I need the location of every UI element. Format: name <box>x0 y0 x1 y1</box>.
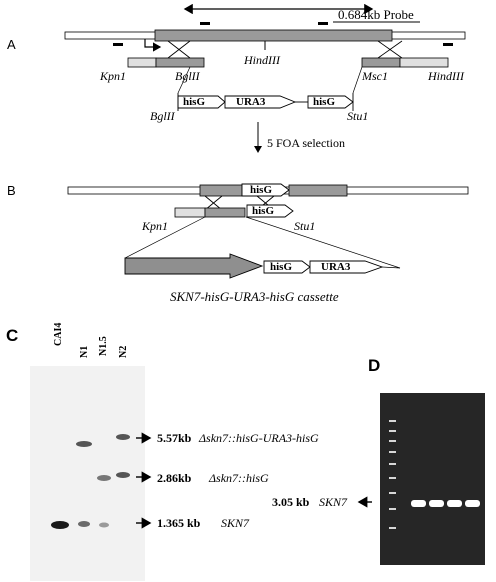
lane-label-n15: N1.5 <box>98 336 109 356</box>
kpn1-label-a: Kpn1 <box>100 69 127 83</box>
probe-mark-right <box>318 22 328 25</box>
bgl2-top-label: BglII <box>175 69 200 83</box>
probe-label: 0.684kb Probe <box>338 7 414 22</box>
band-n15-286 <box>97 475 111 481</box>
ura3-label-a: URA3 <box>236 96 266 108</box>
flank-light-right <box>399 57 449 68</box>
band-desc-286: Δskn7::hisG <box>209 471 269 485</box>
hisg-label-b-top: hisG <box>250 184 273 196</box>
pcr-band-4 <box>465 500 480 507</box>
ura3-arrow-box <box>224 95 297 109</box>
pcr-band-gene: SKN7 <box>319 495 348 509</box>
crossover-right <box>377 40 403 59</box>
ura3-arrow-box-cassette <box>309 260 384 274</box>
selection-step-label: 5 FOA selection <box>267 136 345 150</box>
lane-label-cai4: CAI4 <box>53 322 64 346</box>
ura3-label-cassette: URA3 <box>321 261 351 273</box>
panel-a-letter: A <box>7 37 16 52</box>
hisg-arrow-box-b-mid <box>246 204 294 218</box>
probe-mark-left <box>200 22 210 25</box>
kpn1-label-b: Kpn1 <box>142 219 169 233</box>
panel-b-letter: B <box>7 183 16 198</box>
hind3-mid-label: HindIII <box>244 53 280 67</box>
bgl2-bottom-label: BglII <box>150 109 175 123</box>
hisg-label-b-mid: hisG <box>252 205 275 217</box>
pcr-band-3 <box>447 500 462 507</box>
skn7-orf-box <box>154 29 393 42</box>
band-n1-1365 <box>78 521 90 527</box>
hisg-label-cassette: hisG <box>270 261 293 273</box>
pcr-gel-image <box>380 393 485 565</box>
remaining-orf-right <box>288 184 348 197</box>
panel-c-letter: C <box>6 326 19 345</box>
band-cai4-1365 <box>51 521 69 529</box>
skn7-thick-arrow <box>124 253 264 279</box>
msc1-label: Msc1 <box>362 69 388 83</box>
crossover-left <box>167 40 191 59</box>
panel-d-letter: D <box>368 356 381 375</box>
probe-site-left <box>113 43 123 46</box>
flank-dark-b <box>204 207 246 218</box>
pcr-band-1 <box>411 500 426 507</box>
band-n1-557 <box>76 441 92 447</box>
hisg-arrow-box-cassette <box>263 260 311 274</box>
band-desc-557: Δskn7::hisG-URA3-hisG <box>199 431 319 445</box>
hisg-label-a2: hisG <box>313 96 336 108</box>
dna-ladder <box>389 420 396 529</box>
flank-dark-right <box>361 57 401 68</box>
stu1-label-a: Stu1 <box>347 109 369 123</box>
pcr-band-size: 3.05 kb <box>272 495 310 509</box>
band-desc-1365: SKN7 <box>221 516 250 530</box>
flank-dark-left <box>155 57 205 68</box>
band-size-1365: 1.365 kb <box>157 516 201 530</box>
lane-label-n1: N1 <box>79 345 90 358</box>
probe-site-right <box>443 43 453 46</box>
remaining-orf-left <box>199 184 243 197</box>
cassette-caption: SKN7-hisG-URA3-hisG cassette <box>170 289 339 304</box>
stu1-label-b: Stu1 <box>294 219 316 233</box>
band-size-557: 5.57kb <box>157 431 192 445</box>
band-size-286: 2.86kb <box>157 471 192 485</box>
band-n2-286 <box>116 472 130 478</box>
hisg-arrow-box-2 <box>307 95 354 109</box>
band-n15-1365 <box>99 522 109 528</box>
band-n2-557 <box>116 434 130 440</box>
pcr-band-2 <box>429 500 444 507</box>
promoter-arrow <box>144 39 162 52</box>
hisg-label-a1: hisG <box>183 96 206 108</box>
flank-light-b <box>174 207 206 218</box>
hind3-right-label: HindIII <box>428 69 464 83</box>
flank-light-left <box>127 57 157 68</box>
hisg-arrow-box-b-top <box>241 183 290 197</box>
lane-label-n2: N2 <box>118 345 129 358</box>
